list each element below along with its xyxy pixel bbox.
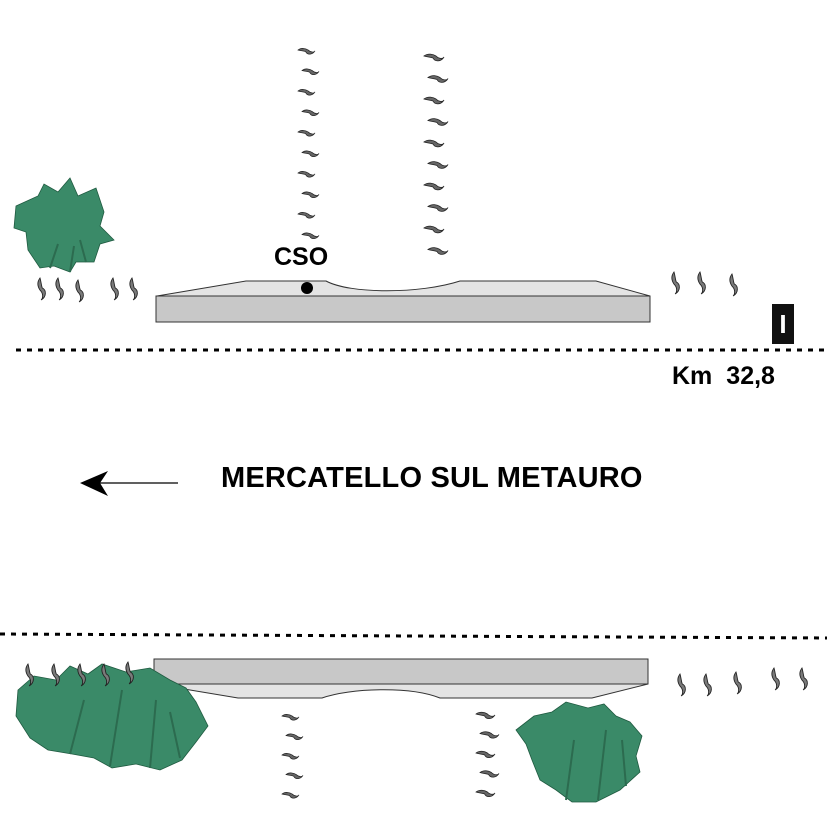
kilometer-value: 32,8 (726, 362, 775, 390)
grass-tuft (55, 277, 64, 301)
kilometer-marker-post: I (772, 304, 794, 344)
kilometer-label: Km 32,8 (672, 362, 775, 391)
reed-mark (475, 711, 496, 720)
reed-mark (423, 182, 445, 191)
grass-tuft (677, 673, 686, 697)
upper-bridge (155, 280, 651, 323)
reed-mark (297, 129, 316, 137)
reeds-lower-right (475, 711, 500, 798)
grass-tuft (37, 277, 46, 301)
grass-tuft (75, 279, 84, 303)
grass-tuft (703, 673, 712, 697)
reed-mark (285, 772, 304, 780)
reed-mark (301, 150, 320, 158)
reed-mark (285, 733, 304, 741)
reeds-upper-left (297, 47, 320, 240)
direction-arrow (80, 471, 178, 496)
reed-mark (297, 47, 316, 55)
reed-mark (281, 752, 300, 760)
bush-lower-left (15, 663, 209, 771)
grass-tuft (729, 273, 738, 297)
reeds-upper-right (423, 53, 449, 255)
lower-bridge-deck-top (153, 683, 649, 699)
grass-tuft (110, 277, 119, 301)
reed-mark (475, 789, 496, 798)
grass-tuft (671, 271, 680, 295)
reed-mark (297, 170, 316, 178)
grass-tuft (771, 667, 780, 691)
grass-tuft (799, 667, 808, 691)
reed-mark (281, 713, 300, 721)
reed-mark (281, 791, 300, 799)
reed-mark (427, 247, 449, 255)
reed-mark (475, 750, 496, 759)
grass-tuft (129, 277, 138, 301)
direction-label: MERCATELLO SUL METAURO (221, 462, 643, 494)
reed-mark (301, 109, 320, 117)
reed-mark (423, 53, 445, 62)
reed-mark (301, 232, 320, 240)
bush-upper-left (13, 177, 115, 273)
cso-point (301, 282, 313, 294)
kilometer-prefix: Km (672, 362, 713, 390)
upper-bridge-deck-top (156, 280, 651, 297)
reed-mark (423, 225, 445, 234)
reed-mark (427, 75, 449, 83)
reed-mark (427, 118, 449, 126)
reed-mark (297, 211, 316, 219)
cso-label: CSO (274, 243, 329, 271)
reed-mark (297, 88, 316, 96)
reed-mark (423, 96, 445, 105)
reed-mark (479, 770, 500, 778)
reed-mark (427, 204, 449, 212)
reeds-lower-left (281, 713, 304, 799)
lower-bridge-deck-side (153, 658, 649, 685)
reed-mark (423, 139, 445, 148)
reed-mark (301, 191, 320, 199)
grass-tuft (697, 271, 706, 295)
reed-mark (427, 161, 449, 169)
upper-bridge-deck-side (155, 295, 651, 323)
road-edge-lower (0, 632, 827, 640)
lower-bridge (153, 658, 649, 699)
reed-mark (479, 731, 500, 739)
bush-lower-right (515, 701, 643, 803)
grass-tuft (733, 671, 742, 695)
reed-mark (301, 68, 320, 76)
